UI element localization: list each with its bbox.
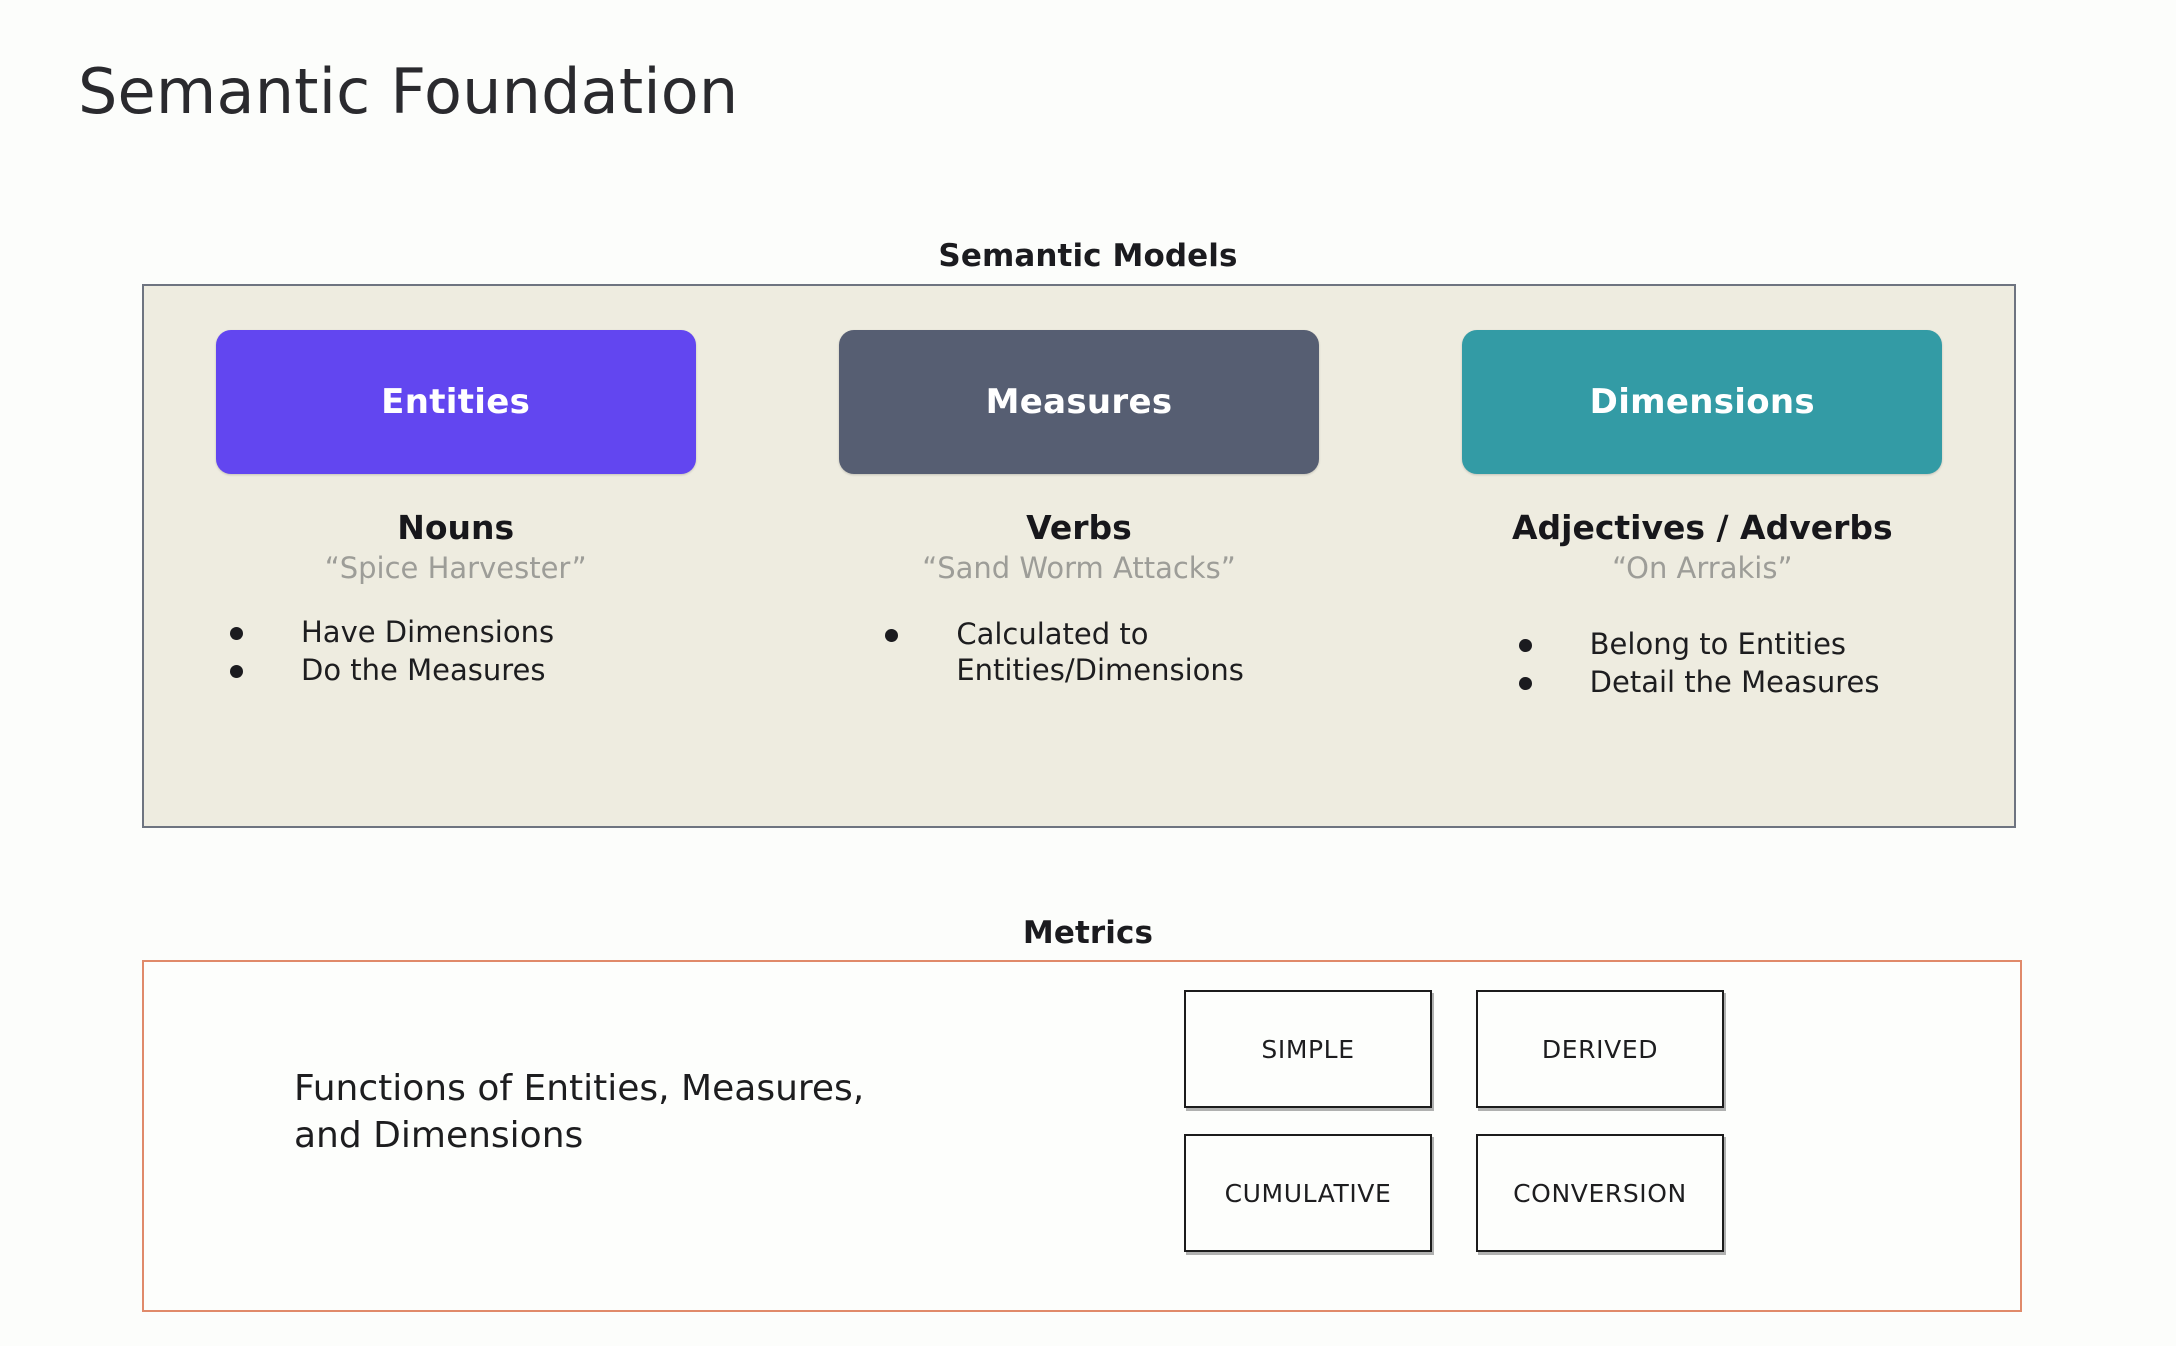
list-item: Detail the Measures xyxy=(1518,664,1880,701)
bullet-dot-icon xyxy=(230,665,243,679)
chip-dimensions[interactable]: Dimensions xyxy=(1462,330,1943,474)
metric-types-grid: SIMPLE DERIVED CUMULATIVE CONVERSION xyxy=(1184,990,1724,1252)
metrics-heading: Metrics xyxy=(1022,915,1154,951)
chip-measures[interactable]: Measures xyxy=(838,330,1319,474)
list-item: Calculated to Entities/Dimensions xyxy=(885,616,1244,689)
example-quote-dimensions: “On Arrakis” xyxy=(1612,551,1793,586)
semantic-models-heading: Semantic Models xyxy=(938,238,1238,274)
part-of-speech-measures: Verbs xyxy=(1026,508,1132,547)
model-column-dimensions: Dimensions Adjectives / Adverbs “On Arra… xyxy=(1391,286,2014,703)
metrics-panel: Functions of Entities, Measures, and Dim… xyxy=(142,960,2022,1312)
part-of-speech-entities: Nouns xyxy=(397,508,515,547)
page-title: Semantic Foundation xyxy=(78,55,739,128)
bullet-dot-icon xyxy=(885,628,899,642)
list-item-label: Have Dimensions xyxy=(301,614,555,649)
metrics-description: Functions of Entities, Measures, and Dim… xyxy=(294,1068,865,1156)
example-quote-entities: “Spice Harvester” xyxy=(324,551,587,586)
list-item-label: Calculated to Entities/Dimensions xyxy=(956,616,1244,688)
list-item-label: Detail the Measures xyxy=(1589,665,1880,700)
bullet-dot-icon xyxy=(1518,638,1532,652)
metric-type-simple[interactable]: SIMPLE xyxy=(1184,990,1432,1108)
bullet-dot-icon xyxy=(1518,677,1532,691)
list-item-label: Belong to Entities xyxy=(1589,626,1847,661)
model-column-measures: Measures Verbs “Sand Worm Attacks” Calcu… xyxy=(767,286,1390,691)
semantic-models-panel: Entities Nouns “Spice Harvester” Have Di… xyxy=(142,284,2016,828)
bullet-dot-icon xyxy=(230,626,243,640)
chip-entities[interactable]: Entities xyxy=(215,330,696,474)
list-item: Belong to Entities xyxy=(1518,626,1847,663)
list-item: Do the Measures xyxy=(230,652,545,689)
bullet-list-dimensions: Belong to Entities Detail the Measures xyxy=(1391,626,2014,703)
metric-type-conversion[interactable]: CONVERSION xyxy=(1476,1134,1724,1252)
bullet-list-entities: Have Dimensions Do the Measures xyxy=(144,614,767,691)
example-quote-measures: “Sand Worm Attacks” xyxy=(922,551,1236,586)
metric-type-derived[interactable]: DERIVED xyxy=(1476,990,1724,1108)
list-item: Have Dimensions xyxy=(230,614,554,651)
list-item-label: Do the Measures xyxy=(301,653,546,688)
metric-type-cumulative[interactable]: CUMULATIVE xyxy=(1184,1134,1432,1252)
bullet-list-measures: Calculated to Entities/Dimensions xyxy=(767,616,1390,691)
model-column-entities: Entities Nouns “Spice Harvester” Have Di… xyxy=(144,286,767,691)
part-of-speech-dimensions: Adjectives / Adverbs xyxy=(1511,508,1893,547)
